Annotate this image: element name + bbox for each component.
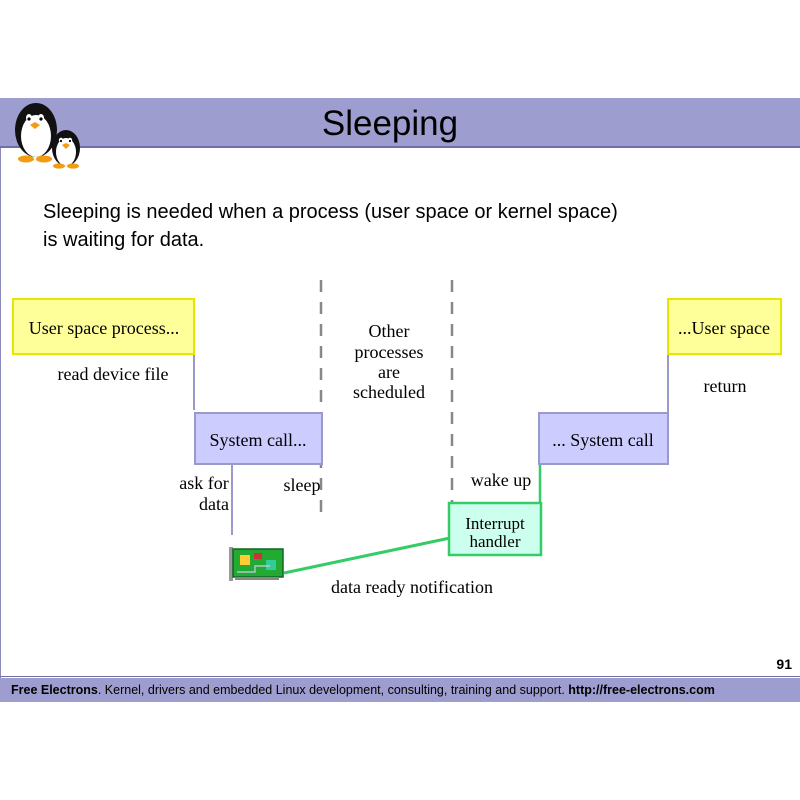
intro-line-1: Sleeping is needed when a process (user …: [43, 201, 618, 223]
footer-divider: [0, 676, 800, 677]
footer-text: . Kernel, drivers and embedded Linux dev…: [97, 683, 569, 697]
are-label: are: [378, 362, 400, 382]
footer-brand: Free Electrons: [11, 683, 98, 697]
interrupt-handler-label-1: Interrupt: [465, 514, 525, 533]
penguin-logo-icon: [15, 103, 80, 169]
network-card-icon: [229, 547, 284, 581]
return-label: return: [704, 376, 747, 396]
ask-for-label: ask for: [179, 473, 228, 493]
wake-up-label: wake up: [471, 470, 531, 490]
slide-background: [0, 98, 800, 702]
read-device-file-label: read device file: [58, 364, 169, 384]
system-call-left-label: System call...: [210, 430, 307, 450]
system-call-box-left: [194, 412, 323, 465]
intro-text: Sleeping is needed when a process (user …: [43, 198, 743, 254]
user-space-right-label: ...User space: [678, 318, 770, 338]
processes-label: processes: [355, 342, 424, 362]
scheduled-label: scheduled: [353, 382, 425, 402]
footer-bar: Free Electrons. Kernel, drivers and embe…: [0, 678, 800, 702]
slide-title: Sleeping: [321, 104, 459, 143]
user-space-box-left: [12, 298, 195, 355]
user-space-left-label: User space process...: [29, 318, 179, 338]
data-ready-label: data ready notification: [331, 577, 493, 597]
data-ready-line: [283, 536, 451, 575]
title-divider: [0, 146, 800, 148]
interrupt-handler-label-2: handler: [470, 532, 521, 551]
user-space-box-right: [667, 298, 782, 355]
data-label: data: [199, 494, 229, 514]
sleep-label: sleep: [284, 475, 321, 495]
system-call-box-right: [538, 412, 669, 465]
system-call-right-label: ... System call: [552, 430, 654, 450]
title-bar: [0, 98, 800, 146]
page-number: 91: [776, 656, 792, 672]
footer-url-link[interactable]: http://free-electrons.com: [568, 683, 715, 697]
interrupt-handler-box: [447, 501, 543, 557]
other-label: Other: [369, 321, 410, 341]
intro-line-2: is waiting for data.: [43, 229, 205, 251]
